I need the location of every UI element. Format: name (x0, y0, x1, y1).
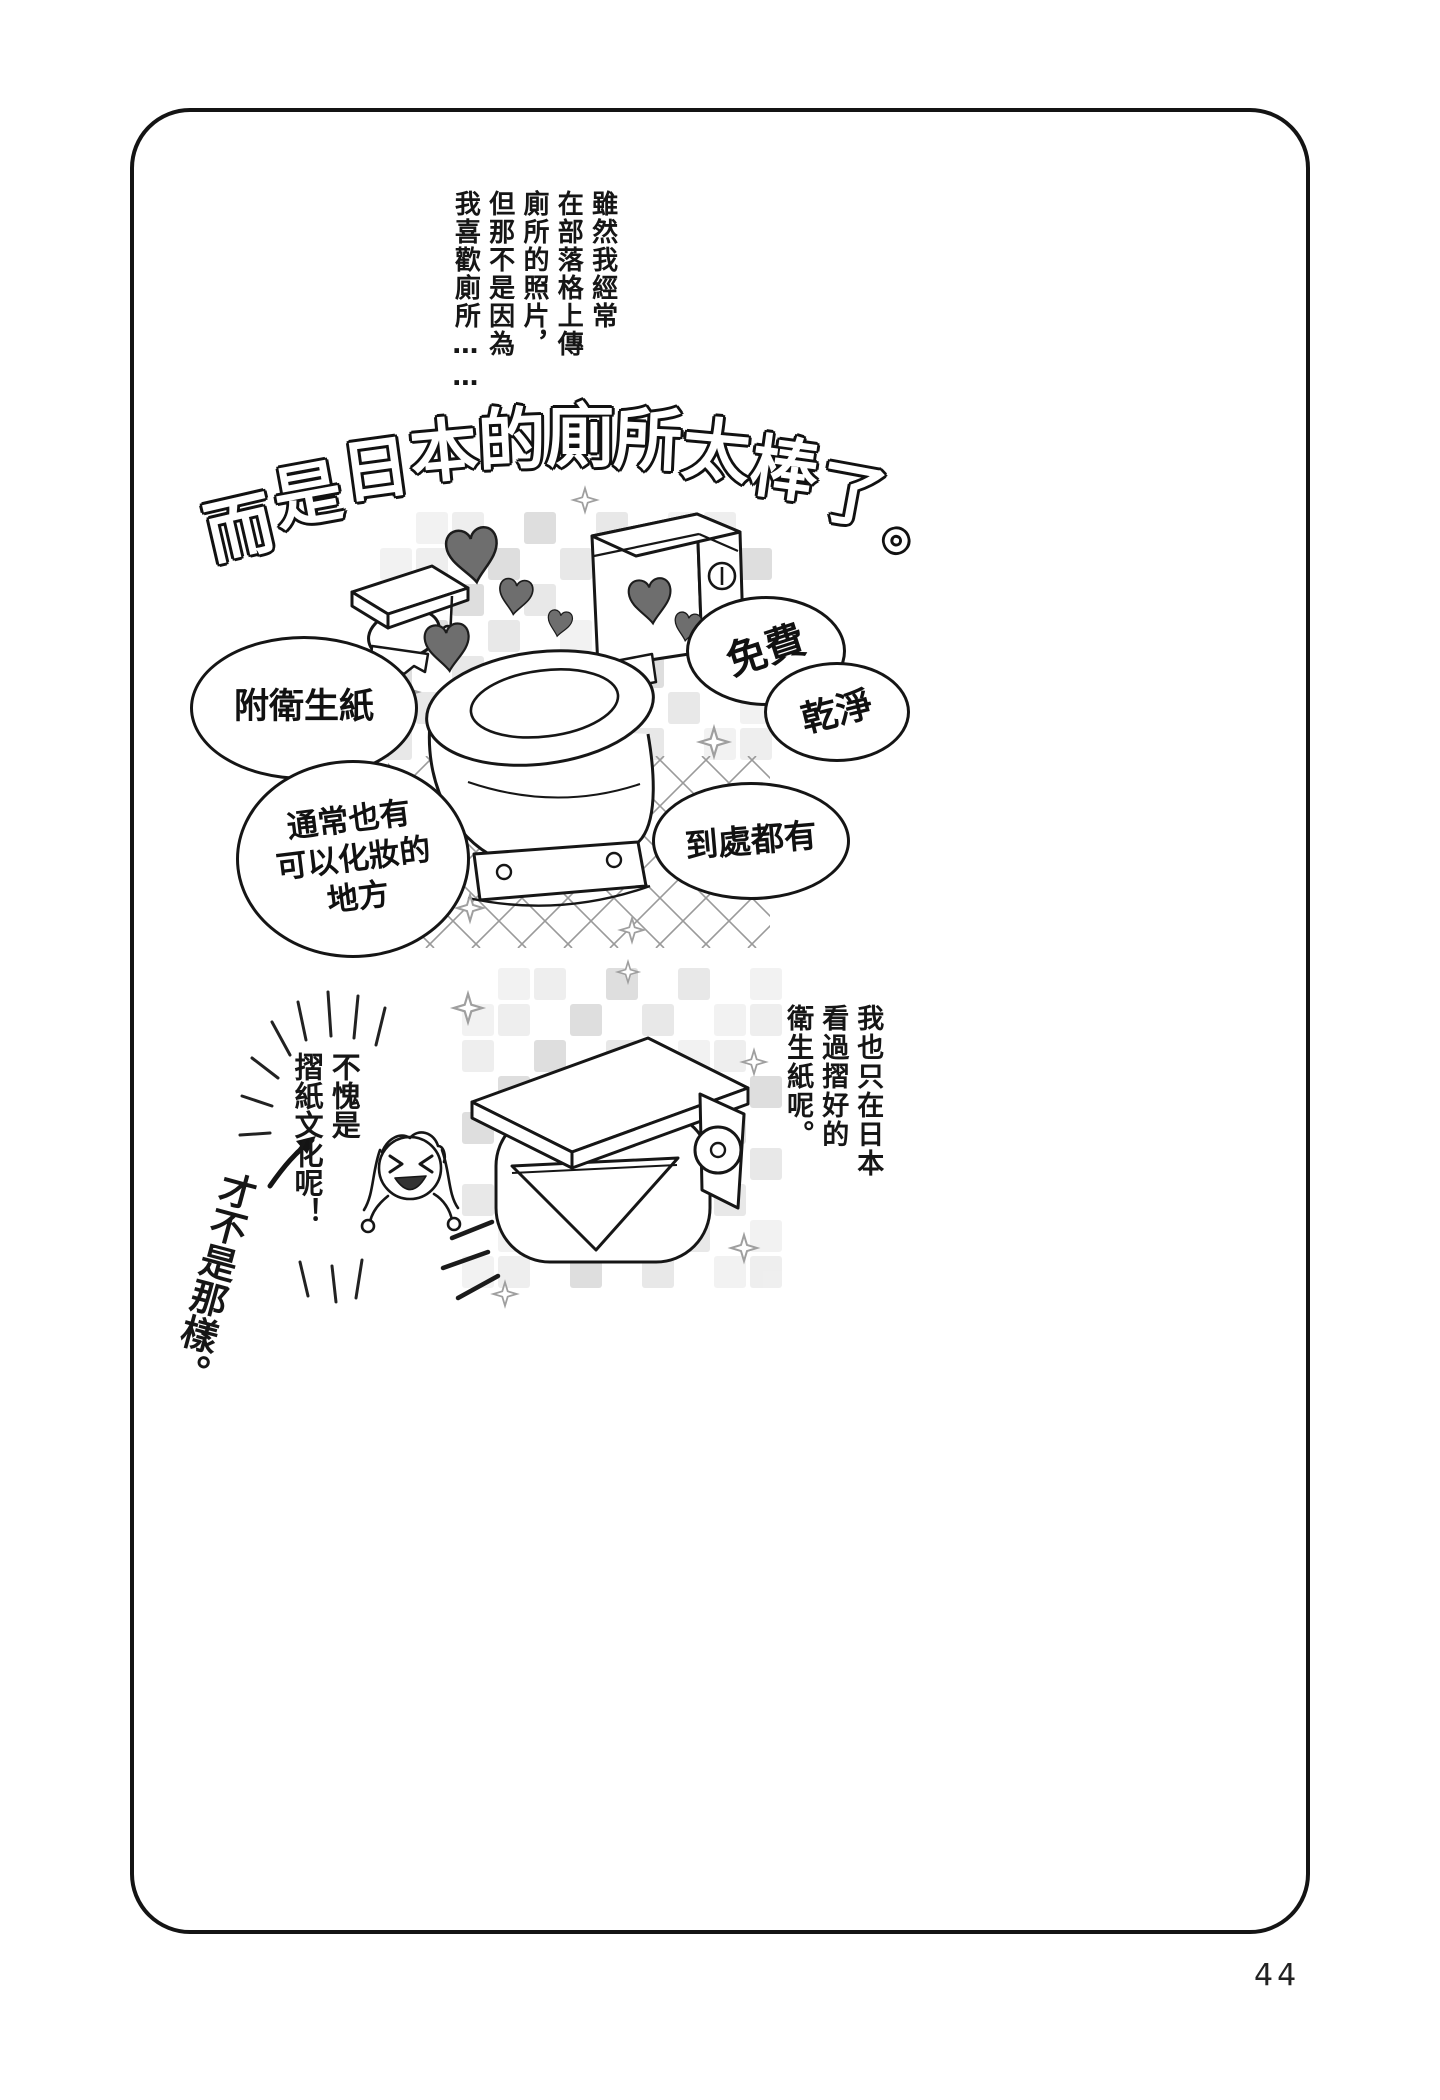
bangs (380, 1131, 447, 1164)
burst-lines (238, 990, 387, 1304)
narration-top: 雖然我經常 在部落格上傳 廁所的照片， 但那不是因為 我喜歡廁所…… (450, 190, 618, 394)
up-right-arrow-icon (267, 1136, 316, 1189)
title-char: 廁 (546, 398, 615, 477)
bubble-label-everywhere: 到處都有 (683, 815, 819, 867)
hair-strand (362, 1148, 382, 1212)
title-char: 本 (406, 409, 482, 495)
arm (432, 1192, 454, 1222)
motion-lines (440, 1219, 501, 1301)
title-char: 是 (267, 451, 349, 542)
arm (368, 1194, 390, 1224)
speech-bubble-everywhere: 到處都有 (652, 782, 850, 900)
page-number: 44 (1254, 1958, 1301, 1993)
hand (446, 1216, 462, 1232)
sparkle-icon (619, 917, 645, 943)
title-char: 日 (336, 426, 416, 515)
hair-strand (440, 1148, 460, 1210)
title-char: 而 (197, 483, 282, 576)
laughing-mouth (394, 1175, 427, 1191)
bubble-label-paper: 附衛生紙 (233, 687, 374, 728)
title-char: 所 (612, 400, 684, 483)
closed-eye (418, 1154, 434, 1174)
character-speech: 不愧是 摺紙文化呢！ (290, 1052, 362, 1226)
panel-border (130, 108, 1310, 1934)
toilet-paper-holder-small (350, 564, 470, 676)
speech-bubble-makeup: 通常也有 可以化妝的 地方 (236, 760, 470, 958)
title-char: 棒 (745, 426, 824, 515)
page-title: 而是日本的廁所太棒了。 (198, 398, 962, 575)
title-char: 了 (811, 451, 893, 542)
chibi-character (360, 1131, 462, 1234)
bubble-label-makeup: 通常也有 可以化妝的 地方 (273, 794, 433, 919)
hand (360, 1218, 376, 1234)
title-char: 太 (678, 409, 754, 495)
narration-bottom: 我也只在日本 看過摺好的 衛生紙呢。 (782, 1004, 884, 1178)
speech-bubble-clean: 乾淨 (764, 662, 910, 762)
title-char: 的 (476, 400, 548, 483)
folded-paper-point (510, 1156, 680, 1252)
speech-bubble-paper: 附衛生紙 (190, 636, 418, 780)
closed-eye (388, 1154, 404, 1174)
toilet-paper-holder-large (470, 1036, 750, 1264)
bubble-label-clean: 乾淨 (797, 683, 877, 741)
